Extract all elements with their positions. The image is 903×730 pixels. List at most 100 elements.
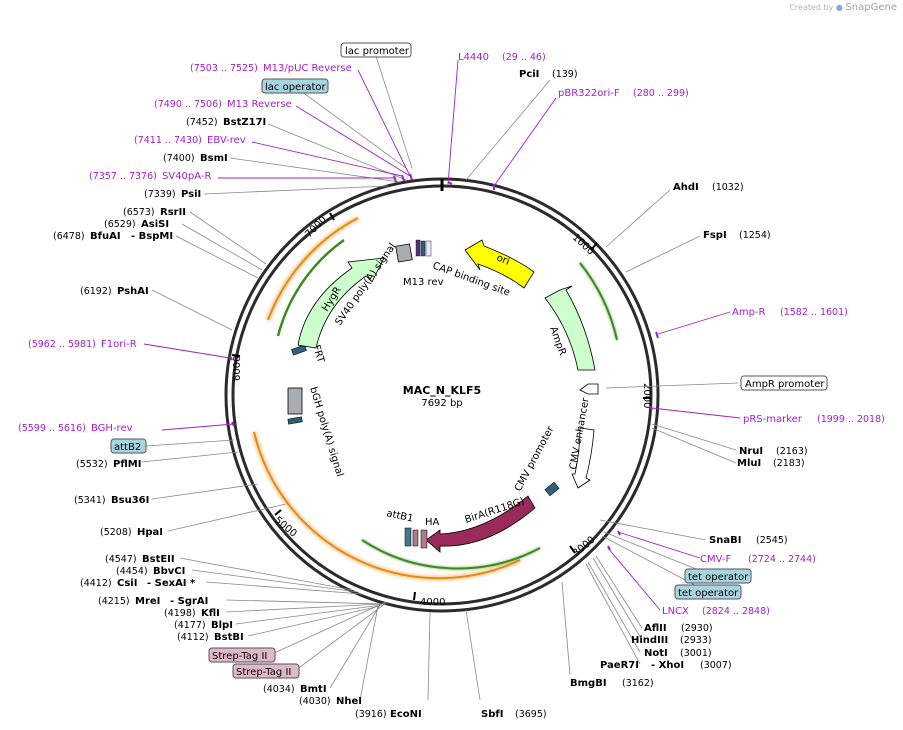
- enzyme-pos-mreI: (4215): [98, 596, 130, 607]
- enzyme-pos-ecoNI: (3916): [355, 709, 387, 720]
- feature-sv40-block[interactable]: [395, 243, 413, 263]
- enzyme-pos-bmtI: (4034): [263, 684, 295, 695]
- enzyme-pos-hindIII: (2933): [680, 635, 712, 646]
- feature-ori[interactable]: [464, 239, 535, 289]
- enzyme-name-ecoNI[interactable]: EcoNI: [390, 709, 422, 720]
- primer-name-bghrev[interactable]: BGH-rev: [91, 423, 133, 434]
- enzyme-name-bmtI[interactable]: BmtI: [300, 684, 327, 695]
- enzyme-name-asiSI[interactable]: AsiSI: [141, 219, 169, 230]
- enzyme-pos-paeR7I: (3007): [700, 660, 732, 671]
- primer-pos-m13puc: (7503 .. 7525): [190, 63, 258, 74]
- enzyme-name-psiI[interactable]: PsiI: [181, 189, 201, 200]
- enzyme-name-hindIII[interactable]: HindIII: [631, 635, 668, 646]
- enzyme-name-bsu36I[interactable]: Bsu36I: [111, 495, 149, 506]
- feature-lac-block-3: [425, 240, 432, 257]
- feature-frt[interactable]: [291, 344, 307, 356]
- enzyme-name-ahdI[interactable]: AhdI: [673, 182, 699, 193]
- feature-arc-orange-left-core: [267, 217, 359, 321]
- enzyme-pos-hpaI: (5208): [100, 527, 132, 538]
- box-tet-operator-2[interactable]: [674, 584, 742, 600]
- box-label-attB2: attB2: [114, 442, 141, 453]
- box-lac-promoter[interactable]: [340, 42, 412, 58]
- tick-6000: 6000: [231, 354, 243, 381]
- enzyme-name-nheI[interactable]: NheI: [336, 696, 362, 707]
- enzyme-name-bstBI[interactable]: BstBI: [214, 632, 244, 643]
- feature-hygR[interactable]: [297, 257, 385, 349]
- primer-name-f1ori[interactable]: F1ori-R: [101, 339, 137, 350]
- enzyme-extra-sexAI[interactable]: - SexAI *: [147, 578, 196, 589]
- feature-ampR[interactable]: [544, 285, 596, 371]
- box-ampR-promoter[interactable]: [740, 375, 828, 391]
- feature-cmv-enhancer[interactable]: [571, 427, 595, 489]
- enzyme-extra-bspMI[interactable]: - BspMI: [131, 231, 173, 242]
- box-strep-tag-1[interactable]: [208, 647, 276, 663]
- primer-name-cmvF[interactable]: CMV-F: [700, 554, 731, 565]
- box-label-tet-operator-1: tet operator: [688, 572, 749, 583]
- tick-3000: 3000: [569, 535, 597, 559]
- primer-name-pbr322[interactable]: pBR322ori-F: [558, 88, 620, 99]
- brand-app-name: SnapGene: [845, 2, 897, 13]
- feature-arc-green-left: [276, 238, 345, 337]
- enzyme-extra-sgrAI[interactable]: - SgrAI: [170, 596, 208, 607]
- enzyme-name-bstZ17I[interactable]: BstZ17I: [223, 117, 266, 128]
- box-strep-tag-2[interactable]: [232, 663, 300, 679]
- enzyme-pos-bsmI: (7400): [163, 153, 195, 164]
- box-tet-operator-1[interactable]: [684, 568, 752, 584]
- boxed-labels: lac promoter lac operator AmpR promoter …: [110, 42, 828, 679]
- enzyme-name-pciI[interactable]: PciI: [519, 69, 539, 80]
- primer-pos-sv40pa: (7357 .. 7376): [89, 171, 157, 182]
- enzyme-extra-xhoI[interactable]: - XhoI: [651, 660, 684, 671]
- enzyme-name-bsmI[interactable]: BsmI: [200, 153, 228, 164]
- feature-attb1-block[interactable]: [404, 527, 412, 547]
- primer-name-ebv[interactable]: EBV-rev: [207, 135, 246, 146]
- primer-name-ampR[interactable]: Amp-R: [732, 307, 766, 318]
- primer-name-sv40pa[interactable]: SV40pA-R: [162, 171, 211, 182]
- feature-label-cmv-promoter: CMV promoter: [513, 424, 557, 494]
- enzyme-name-paeR7I[interactable]: PaeR7I: [600, 660, 639, 671]
- primer-pos-ebv: (7411 .. 7430): [134, 135, 202, 146]
- plasmid-length: 7692 bp: [421, 398, 462, 409]
- box-label-lac-operator: lac operator: [265, 82, 326, 93]
- box-lac-operator[interactable]: [261, 78, 329, 94]
- enzyme-name-snaBI[interactable]: SnaBI: [709, 535, 741, 546]
- enzyme-name-csiI[interactable]: CsiI: [117, 578, 137, 589]
- primer-name-lncx[interactable]: LNCX: [662, 606, 689, 617]
- enzyme-name-hpaI[interactable]: HpaI: [137, 527, 163, 538]
- enzyme-pos-asiSI: (6529): [104, 219, 136, 230]
- enzyme-pos-pciI: (139): [552, 69, 578, 80]
- enzyme-name-aflII[interactable]: AflII: [644, 623, 667, 634]
- enzyme-name-kflI[interactable]: KflI: [201, 608, 220, 619]
- enzyme-name-mreI[interactable]: MreI: [135, 596, 160, 607]
- enzyme-name-rsrII[interactable]: RsrII: [160, 207, 186, 218]
- feature-attb1-block-2[interactable]: [412, 529, 419, 547]
- brand-created-by: Created by: [789, 3, 834, 12]
- tick-label-4000: 4000: [420, 597, 445, 608]
- enzyme-name-fspI[interactable]: FspI: [703, 230, 727, 241]
- box-label-strep-tag-1: Strep-Tag II: [212, 651, 267, 662]
- feature-ampR-promoter-arrow[interactable]: [579, 383, 599, 395]
- enzyme-name-bmgBI[interactable]: BmgBI: [570, 678, 607, 689]
- enzyme-name-pflMI[interactable]: PflMI: [113, 459, 141, 470]
- feature-bgh-block[interactable]: [287, 387, 303, 415]
- primer-name-m13rev[interactable]: M13 Reverse: [227, 99, 292, 110]
- feature-arc-orange-bottom-core: [253, 431, 521, 580]
- enzyme-name-blpI[interactable]: BlpI: [211, 620, 233, 631]
- snapgene-logo-icon: ●: [835, 3, 843, 12]
- box-attB2[interactable]: [110, 438, 147, 454]
- feature-ha-block[interactable]: [420, 529, 428, 549]
- enzyme-name-bbvCI[interactable]: BbvCI: [153, 566, 185, 577]
- enzyme-name-pshAI[interactable]: PshAI: [117, 286, 149, 297]
- enzyme-name-notI[interactable]: NotI: [644, 648, 668, 659]
- enzyme-name-nruI[interactable]: NruI: [739, 446, 763, 457]
- primer-name-m13puc[interactable]: M13/pUC Reverse: [263, 63, 352, 74]
- feature-bgh-small: [287, 416, 303, 425]
- feature-lac-block-1: [415, 239, 421, 257]
- primer-name-prs[interactable]: pRS-marker: [743, 414, 803, 425]
- enzyme-name-mluI[interactable]: MluI: [737, 458, 761, 469]
- tick-4000: 4000: [413, 591, 445, 608]
- enzyme-name-sbfI[interactable]: SbfI: [481, 709, 503, 720]
- tick-label-6000: 6000: [232, 356, 243, 381]
- enzyme-name-bstEII[interactable]: BstEII: [142, 554, 175, 565]
- enzyme-name-bfuAI[interactable]: BfuAI: [90, 231, 121, 242]
- primer-name-l4440[interactable]: L4440: [458, 52, 489, 63]
